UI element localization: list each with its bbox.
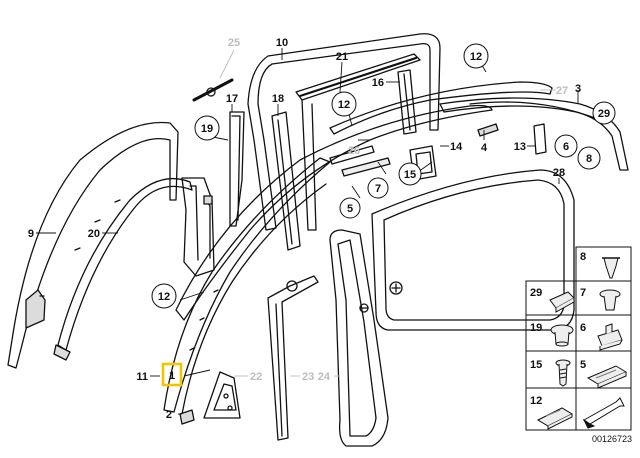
part-10-rear-frame-seal[interactable] — [247, 33, 441, 231]
clip-markers — [192, 78, 403, 313]
callout-23[interactable]: 23 — [302, 371, 314, 383]
part-9-front-frame-seal[interactable] — [7, 121, 179, 369]
part-22-corner-trim[interactable] — [203, 371, 241, 419]
svg-text:7: 7 — [375, 183, 381, 195]
svg-text:19: 19 — [201, 123, 213, 135]
part-13-clip[interactable] — [533, 123, 547, 155]
part-4-clip[interactable] — [477, 123, 499, 137]
legend-cell-6[interactable]: 6 — [580, 322, 623, 351]
legend-grid: 8 29 7 19 — [525, 246, 632, 444]
part-23-pillar-slim[interactable] — [267, 275, 319, 441]
push-clip-icon — [602, 257, 620, 279]
arrow-icon — [582, 397, 625, 429]
callout-1[interactable]: 1 — [161, 362, 183, 387]
rivet-clip-icon — [550, 324, 574, 347]
callout-29[interactable]: 29 — [592, 101, 616, 125]
part-18-pillar-trim[interactable] — [271, 111, 301, 251]
callout-22[interactable]: 22 — [250, 371, 262, 383]
svg-text:12: 12 — [158, 291, 170, 303]
callout-12-mid[interactable]: 12 — [331, 91, 357, 117]
grey-leader-lines — [219, 49, 556, 377]
callout-19[interactable]: 19 — [194, 115, 220, 141]
callout-18[interactable]: 18 — [272, 93, 284, 105]
part-14-belt-seal[interactable] — [175, 104, 493, 321]
svg-text:12: 12 — [470, 51, 482, 63]
callout-14[interactable]: 14 — [450, 141, 463, 153]
callout-12-top[interactable]: 12 — [463, 43, 489, 69]
foam-pad-icon — [586, 365, 628, 389]
part-12-upper-rail[interactable] — [329, 81, 553, 135]
callout-15[interactable]: 15 — [398, 162, 422, 186]
part-19-pillar-inner[interactable] — [181, 177, 215, 277]
svg-text:12: 12 — [338, 99, 350, 111]
part-2-clip[interactable] — [179, 409, 195, 425]
svg-text:6: 6 — [563, 141, 569, 153]
svg-text:5: 5 — [580, 359, 586, 371]
svg-text:29: 29 — [598, 108, 610, 120]
svg-text:7: 7 — [580, 287, 586, 299]
callout-28[interactable]: 28 — [553, 167, 565, 179]
callout-2[interactable]: 2 — [166, 409, 172, 421]
callout-11[interactable]: 11 — [136, 371, 148, 383]
callout-17[interactable]: 17 — [226, 93, 238, 105]
svg-text:15: 15 — [530, 359, 542, 371]
part-17-pillar-trim[interactable] — [229, 111, 245, 227]
callout-1-label: 1 — [169, 370, 175, 382]
callout-7[interactable]: 7 — [367, 177, 389, 199]
callout-4[interactable]: 4 — [481, 142, 488, 154]
svg-text:5: 5 — [347, 203, 353, 215]
callout-27[interactable]: 27 — [556, 85, 568, 97]
legend-cell-5[interactable]: 5 — [580, 359, 628, 389]
legend-cell-12[interactable]: 12 — [530, 395, 574, 430]
svg-text:6: 6 — [580, 322, 586, 334]
callout-21[interactable]: 21 — [336, 51, 348, 63]
callout-9[interactable]: 9 — [28, 228, 34, 240]
clip-block-icon — [549, 291, 575, 313]
callout-5[interactable]: 5 — [339, 197, 361, 219]
legend-cell-8[interactable]: 8 — [580, 251, 620, 279]
callout-26[interactable]: 26 — [348, 145, 360, 157]
round-clip-icon — [599, 289, 621, 311]
svg-text:29: 29 — [530, 287, 542, 299]
svg-text:8: 8 — [586, 153, 592, 165]
callout-25[interactable]: 25 — [228, 37, 240, 49]
callout-13[interactable]: 13 — [514, 141, 526, 153]
part-1-door-seal[interactable] — [163, 157, 331, 413]
part-16-window-guide[interactable] — [397, 69, 417, 135]
bracket-clip-icon — [597, 323, 623, 351]
legend-cell-29[interactable]: 29 — [530, 287, 575, 313]
callout-20[interactable]: 20 — [88, 228, 100, 240]
callout-16[interactable]: 16 — [372, 77, 384, 89]
callout-8[interactable]: 8 — [577, 146, 601, 170]
svg-text:15: 15 — [404, 169, 416, 181]
callout-12-left[interactable]: 12 — [151, 283, 177, 309]
svg-text:19: 19 — [530, 322, 542, 334]
part-24-rear-seal[interactable] — [329, 229, 389, 447]
part-20-front-channel[interactable] — [57, 178, 193, 351]
svg-text:12: 12 — [530, 395, 542, 407]
part-3-roof-moulding[interactable] — [439, 97, 629, 171]
adhesive-strip-icon — [536, 407, 574, 430]
screw-icon — [555, 359, 571, 387]
legend-cell-arrow — [582, 397, 625, 429]
svg-text:8: 8 — [580, 251, 586, 263]
part-26-belt-strip[interactable] — [329, 145, 375, 165]
diagram-id: 00126723 — [592, 434, 632, 444]
legend-cell-15[interactable]: 15 — [530, 359, 571, 387]
legend-cell-7[interactable]: 7 — [580, 287, 621, 311]
part-21-window-channel[interactable] — [295, 53, 421, 101]
callout-10[interactable]: 10 — [276, 37, 288, 49]
legend-cell-19[interactable]: 19 — [530, 322, 574, 347]
leader-lines — [36, 48, 579, 415]
part-28-rear-glass-frame[interactable] — [371, 169, 575, 331]
callout-6[interactable]: 6 — [554, 134, 578, 158]
callout-24[interactable]: 24 — [318, 371, 331, 383]
callout-3[interactable]: 3 — [575, 83, 581, 95]
